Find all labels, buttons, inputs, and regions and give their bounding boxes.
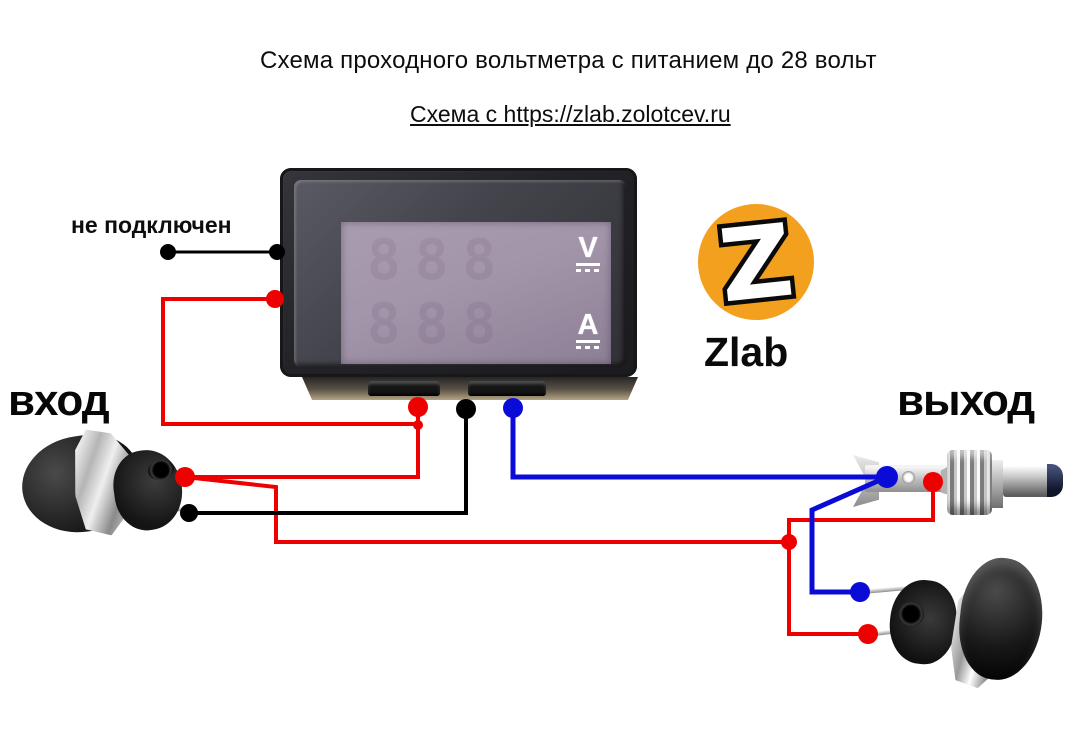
- dot-red-junction-right: [781, 534, 797, 550]
- input-label: вход: [8, 376, 110, 425]
- not-connected-label: не подключен: [71, 212, 232, 238]
- meter-rear-body: [302, 377, 638, 400]
- wire-red-right-junction-to-bottom-jack: [787, 542, 868, 636]
- logo-letter-z: Z: [714, 202, 798, 325]
- dot-meter-bottom-blue-terminal: [503, 398, 523, 418]
- volts-letter: V: [578, 232, 598, 264]
- wire-red-input-plus-to-right-junction: [184, 475, 789, 544]
- voltmeter-ammeter-module: 888 888 V A: [280, 168, 637, 377]
- dc-solid-bar-icon: [576, 340, 600, 343]
- dot-meter-bottom-red-terminal: [408, 397, 428, 417]
- meter-lcd-display: 888 888 V A: [341, 222, 611, 364]
- logo-circle: [698, 204, 814, 320]
- dc-dashed-bar-icon: [576, 269, 600, 272]
- output-plug-collar: [992, 460, 1003, 508]
- dot-meter-bottom-black-terminal: [456, 399, 476, 419]
- dc-dashed-bar-icon: [576, 346, 600, 349]
- ghost-digits-volts: 888: [367, 228, 511, 293]
- output-label: выход: [897, 376, 1035, 425]
- output-plug-barrel: [1003, 464, 1055, 497]
- ghost-digits-amps: 888: [367, 292, 511, 357]
- meter-terminal-slot-left: [368, 381, 440, 396]
- dot-red-junction-left: [413, 420, 423, 430]
- logo-caption: Zlab: [704, 329, 789, 375]
- bottom-dc-jack: [855, 552, 1049, 692]
- meter-inner-frame: 888 888 V A: [294, 180, 626, 367]
- page-title: Схема проходного вольтметра с питанием д…: [260, 47, 877, 74]
- output-plug-lug-hole: [902, 471, 915, 484]
- wire-red-meter-bottom-to-input-plus: [185, 407, 420, 479]
- amps-dc-symbol: A: [573, 309, 603, 349]
- wire-blue-meter-to-output-lug: [510, 408, 887, 480]
- output-dc-plug: [845, 438, 1075, 523]
- meter-terminal-slot-right: [468, 381, 546, 396]
- output-plug-tip: [1047, 464, 1063, 497]
- output-plug-knurled-ring: [947, 450, 992, 515]
- source-link[interactable]: Схема с https://zlab.zolotcev.ru: [410, 101, 731, 127]
- dot-not-connected-end: [160, 244, 176, 260]
- input-dc-jack: [15, 428, 200, 540]
- volts-dc-symbol: V: [573, 232, 603, 272]
- dc-solid-bar-icon: [576, 263, 600, 266]
- wire-black-input-minus-to-meter: [189, 409, 468, 515]
- zlab-logo: Z: [698, 202, 814, 327]
- amps-letter: A: [577, 309, 599, 341]
